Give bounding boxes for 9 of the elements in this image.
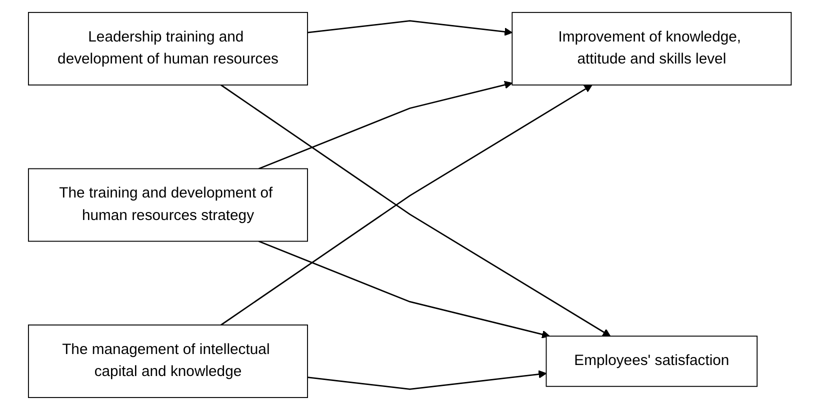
arrow: [258, 240, 550, 338]
node-box: The training and development of human resources strategy: [28, 168, 308, 242]
arrow: [258, 80, 513, 170]
node-box: The management of intellectual capital and knowledge: [28, 324, 308, 398]
node-box: Improvement of knowledge, attitude and skills level: [512, 12, 792, 86]
node-box: Leadership training and development of human resources: [28, 12, 308, 86]
arrow: [308, 20, 513, 36]
node-box: Employees' satisfaction: [546, 336, 758, 387]
arrow: [308, 370, 547, 390]
